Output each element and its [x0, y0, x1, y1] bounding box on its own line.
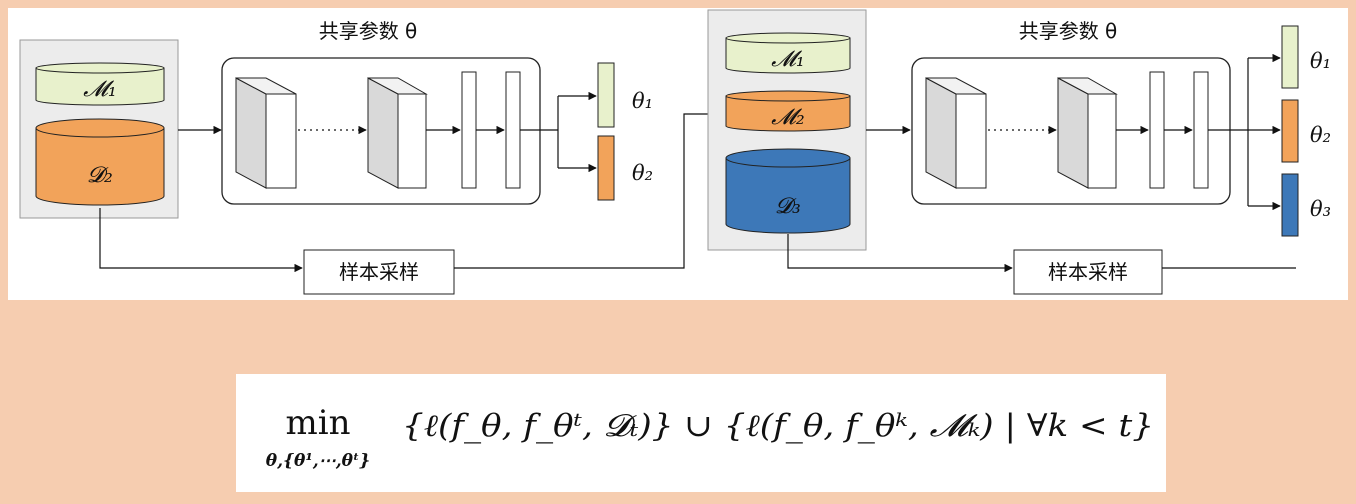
left-sampling-line-in: [99, 208, 303, 273]
right-data-d3-cylinder: 𝓓₃: [725, 148, 851, 234]
left-head-theta2: [597, 135, 615, 201]
right-sampling-line-in: [787, 234, 1013, 273]
left-sampling-label: 样本采样: [339, 260, 419, 284]
left-fc-layer-1: [461, 71, 477, 189]
left-head-theta1: [597, 62, 615, 128]
formula-min-operator: min: [285, 403, 350, 443]
right-head-theta1: [1281, 25, 1299, 89]
left-data-d2-label: 𝓓₂: [87, 163, 113, 188]
left-head-theta2-label: θ₂: [632, 161, 653, 185]
left-sampling-box: [303, 249, 455, 295]
right-memory-m1-cylinder: 𝓜₁: [725, 32, 851, 74]
left-conv-layer-2: [367, 77, 428, 189]
left-memory-m1-label: 𝓜₁: [83, 77, 116, 102]
left-sampling-line-out: [454, 109, 725, 269]
left-data-d2-cylinder: 𝓓₂: [35, 118, 165, 206]
objective-formula-box: min θ,{θ¹,⋯,θᵗ} {ℓ(f_θ, f_θᵗ, 𝓓ₜ)} ∪ {ℓ(…: [236, 374, 1166, 492]
right-shared-params-label: 共享参数 θ: [1019, 19, 1118, 43]
right-head-theta3: [1281, 173, 1299, 237]
formula-min-subscript: θ,{θ¹,⋯,θᵗ}: [266, 451, 370, 471]
right-head-theta1-label: θ₁: [1310, 49, 1331, 73]
diagram-panel: 𝓜₁ 𝓓₂ 共享参数 θ θ₁ θ₂ 样本采样: [8, 8, 1348, 300]
left-fc-layer-2: [505, 71, 521, 189]
right-conv-layer-1: [925, 77, 987, 189]
left-data-d2-top: [35, 118, 165, 138]
left-conv-layer-1: [235, 77, 297, 189]
left-memory-m1-top: [35, 62, 165, 74]
continual-learning-diagram: 𝓜₁ 𝓓₂ 共享参数 θ θ₁ θ₂ 样本采样: [19, 9, 1331, 295]
right-data-d3-label: 𝓓₃: [775, 194, 801, 219]
objective-formula: min θ,{θ¹,⋯,θᵗ} {ℓ(f_θ, f_θᵗ, 𝓓ₜ)} ∪ {ℓ(…: [266, 403, 1154, 471]
right-sampling-label: 样本采样: [1048, 260, 1128, 284]
right-head-theta2: [1281, 99, 1299, 163]
formula-expression: {ℓ(f_θ, f_θᵗ, 𝓓ₜ)} ∪ {ℓ(f_θ, f_θᵏ, 𝓜ₖ) |…: [402, 408, 1154, 444]
right-sampling-box: [1013, 249, 1163, 295]
left-shared-params-label: 共享参数 θ: [319, 19, 418, 43]
left-data-d2-fill-mask: [36, 128, 164, 196]
right-memory-m2-cylinder: 𝓜₂: [725, 90, 851, 132]
right-head-theta3-label: θ₃: [1310, 197, 1331, 221]
right-memory-m1-label: 𝓜₁: [771, 47, 804, 72]
left-memory-m1-cylinder: 𝓜₁: [35, 62, 165, 106]
left-head-theta1-label: θ₁: [632, 89, 653, 113]
right-head-theta2-label: θ₂: [1310, 123, 1331, 147]
right-conv-layer-2: [1057, 77, 1118, 189]
right-memory-m2-label: 𝓜₂: [771, 105, 804, 130]
right-fc-layer-2: [1193, 71, 1209, 189]
right-fc-layer-1: [1149, 71, 1165, 189]
